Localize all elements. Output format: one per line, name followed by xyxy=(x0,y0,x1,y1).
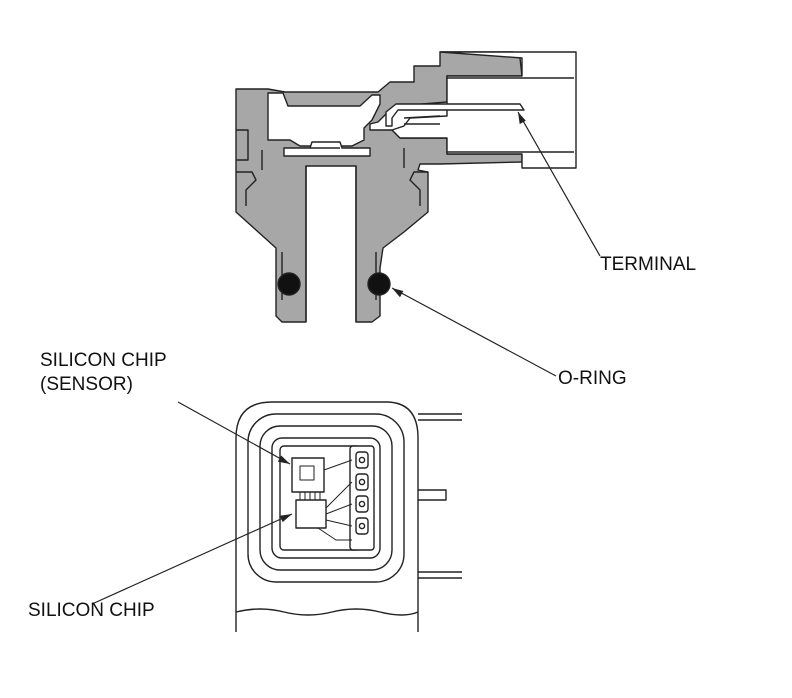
label-silicon-chip-sensor-line1: SILICON CHIP xyxy=(40,350,167,371)
o-ring-right xyxy=(367,272,391,296)
label-terminal: TERMINAL xyxy=(600,254,697,275)
silicon-chip xyxy=(295,499,327,529)
leader-lines xyxy=(91,111,601,605)
terminal-pin xyxy=(385,103,525,127)
terminal-pads xyxy=(355,451,369,535)
label-o-ring: O-RING xyxy=(558,368,627,389)
leader-arrowheads xyxy=(277,112,526,523)
sensor-die xyxy=(283,141,371,157)
label-silicon-chip: SILICON CHIP xyxy=(28,600,155,621)
bond-wires xyxy=(299,459,353,541)
o-ring-left xyxy=(277,272,301,296)
sensor-top-view xyxy=(235,401,462,632)
label-silicon-chip-sensor-line2: (SENSOR) xyxy=(40,374,133,395)
sensor-cavity xyxy=(267,92,381,147)
sensor-cross-section xyxy=(235,51,577,323)
